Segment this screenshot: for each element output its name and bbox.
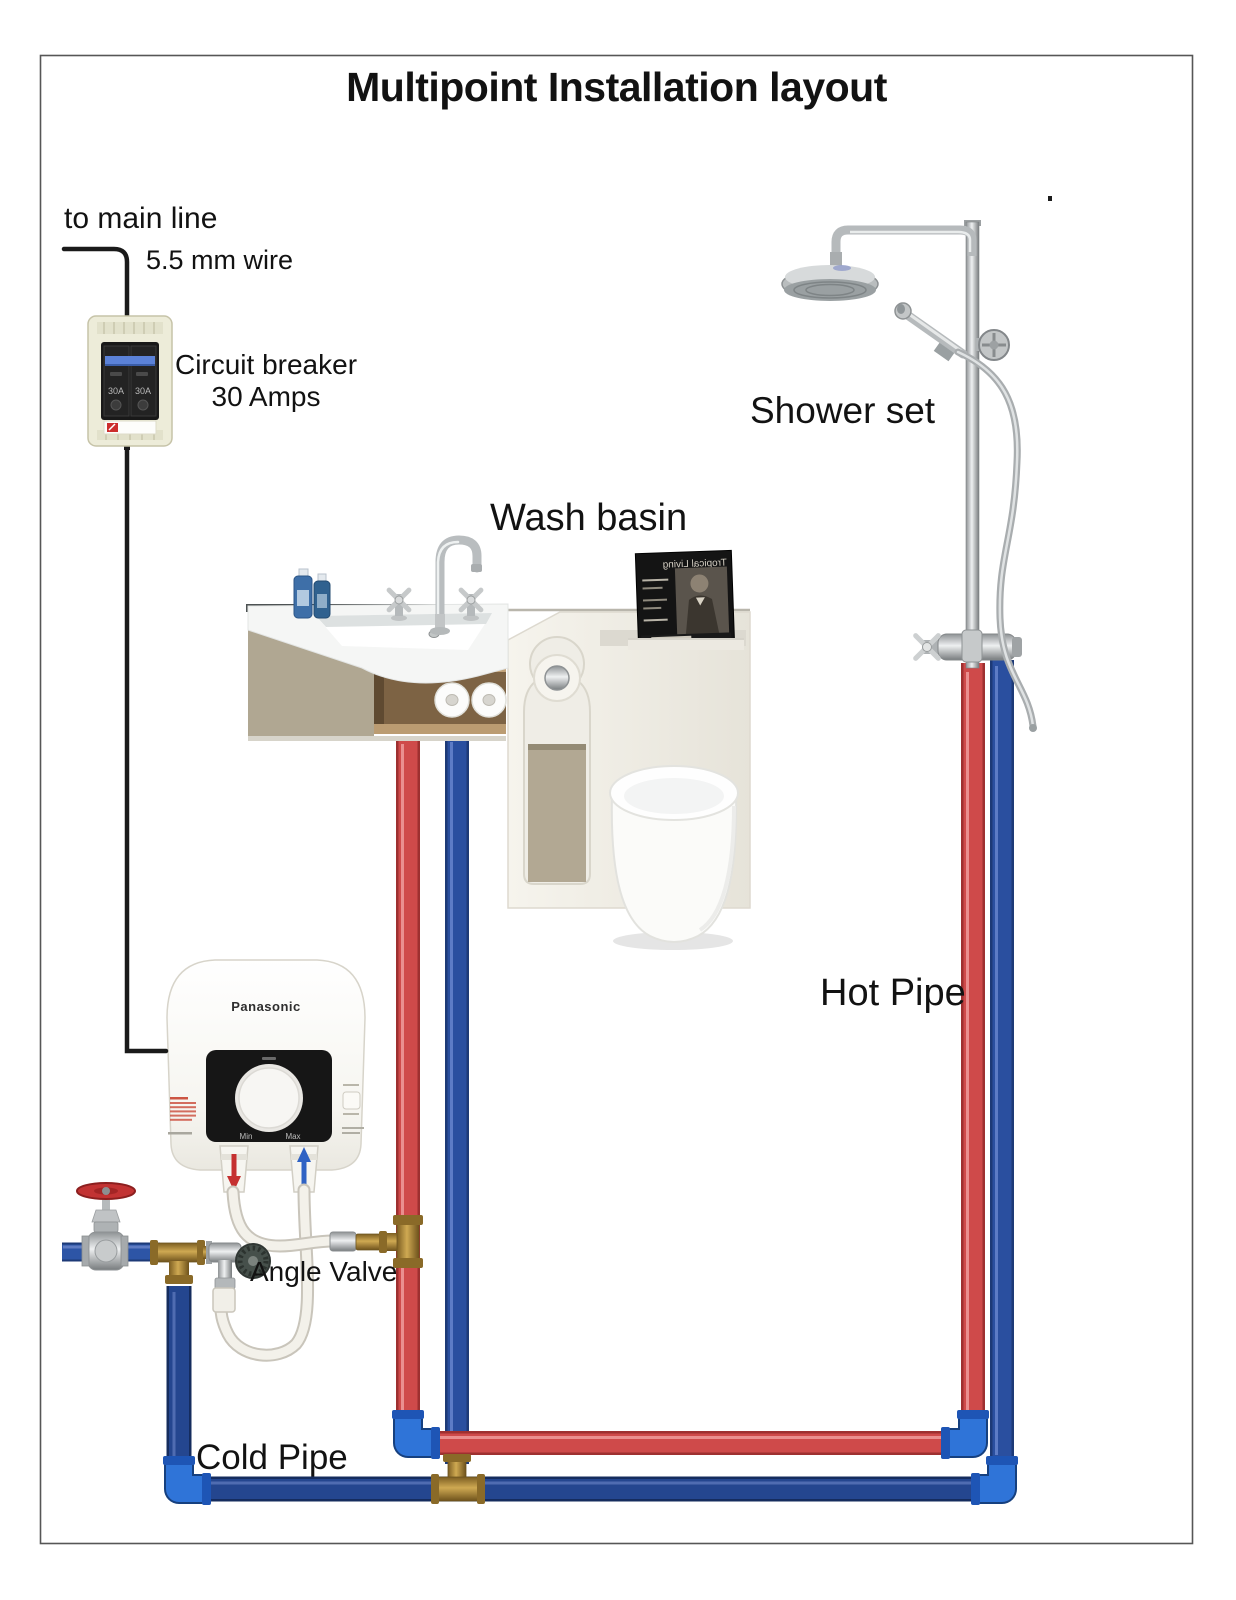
angle-valve xyxy=(203,1241,271,1313)
stray-dot xyxy=(1048,196,1052,201)
shower-column xyxy=(965,221,980,669)
breaker-toggle-bar xyxy=(105,356,155,364)
gate-valve xyxy=(76,1182,136,1271)
shower-set-label: Shower set xyxy=(750,390,936,431)
heater-dial-max-text: Max xyxy=(285,1132,300,1141)
heater-dial-min-text: Min xyxy=(240,1132,253,1141)
elbow-cold-main-left xyxy=(163,1456,211,1505)
heater-cold-inlet xyxy=(289,1145,319,1193)
slider-wheel xyxy=(976,329,1010,361)
vanity-cabinet xyxy=(248,618,374,740)
magazine: Tropical Living xyxy=(634,549,736,647)
niche-insert xyxy=(528,744,586,882)
wash-basin-unit: Tropical Living xyxy=(246,535,751,950)
diagram-border xyxy=(39,54,1194,1545)
wire-spec-label: 5.5 mm wire xyxy=(146,245,294,275)
toilet xyxy=(609,765,739,950)
heater-power-button xyxy=(342,1091,361,1110)
hot-pipe-label: Hot Pipe xyxy=(820,972,966,1014)
breaker-rating-text-2: 30A xyxy=(135,386,151,396)
page-title: Multipoint Installation layout xyxy=(346,64,887,110)
cold-supply-hose xyxy=(214,1183,315,1362)
flush-button xyxy=(544,665,570,691)
heater-hot-outlet xyxy=(219,1145,249,1193)
supply-hoses xyxy=(214,1183,341,1362)
circuit-breaker-label: Circuit breaker 30 Amps xyxy=(168,349,364,412)
shower-set xyxy=(781,220,1037,732)
angle-valve-label: Angle Valve xyxy=(250,1256,398,1287)
hot-supply-hose xyxy=(226,1185,341,1253)
elbow-hot-left xyxy=(392,1410,440,1459)
elbow-cold-main-right xyxy=(971,1456,1018,1505)
elbow-hot-right xyxy=(941,1410,989,1459)
brass-tee-cold-inlet xyxy=(150,1240,205,1284)
brass-tee-hot-riser xyxy=(329,1215,423,1268)
to-main-line-label: to main line xyxy=(64,202,218,235)
shower-hose xyxy=(954,348,1037,732)
faucet-handle-right xyxy=(458,587,484,621)
pipe-elbow-fittings xyxy=(163,1410,1018,1505)
soap-bottles xyxy=(293,568,331,619)
water-heater: Panasonic Min Max xyxy=(166,959,366,1193)
heater-brand-text: Panasonic xyxy=(231,999,301,1014)
brass-tee-cold-main xyxy=(431,1454,485,1504)
heater-warning-text xyxy=(170,1097,196,1121)
wash-basin-label: Wash basin xyxy=(490,497,688,539)
shower-valve xyxy=(913,629,1022,663)
rain-shower-head xyxy=(781,265,879,301)
cold-in-arrow-icon xyxy=(297,1147,311,1162)
circuit-breaker: 30A 30A xyxy=(87,315,173,447)
cold-pipe-label: Cold Pipe xyxy=(196,1438,348,1477)
circuit-breaker-label-line1: Circuit breaker xyxy=(174,349,358,380)
hot-out-arrow-icon xyxy=(227,1176,241,1191)
circuit-breaker-label-line2: 30 Amps xyxy=(211,380,321,412)
shower-arm xyxy=(831,225,977,256)
breaker-rating-text-1: 30A xyxy=(108,386,124,396)
basin-faucet xyxy=(386,535,484,635)
hot-pipe-run xyxy=(396,663,985,1455)
cold-pipe-network xyxy=(62,660,1014,1502)
hand-shower xyxy=(894,302,968,362)
faucet-handle-left xyxy=(386,587,412,621)
